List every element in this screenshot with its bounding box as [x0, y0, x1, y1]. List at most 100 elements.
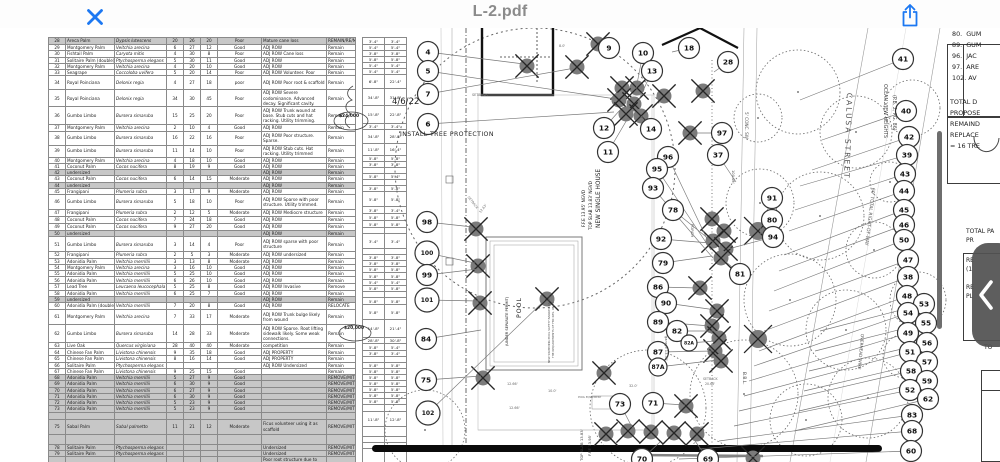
dimension-row: 5'-8"5'-8" [362, 220, 407, 228]
tree-tag-number: 82A [684, 341, 694, 347]
tag-leader-line [427, 51, 525, 65]
tree-tag-number: 14 [646, 125, 656, 134]
tree-tag-circle [899, 359, 923, 383]
dimension-row: 3'-4"3'-4" [362, 37, 407, 45]
tree-tag-circle [640, 59, 664, 83]
tree-tag-circle [416, 82, 440, 106]
tree-tag-number: 49 [903, 329, 913, 338]
dimension-row [362, 426, 407, 437]
tree-tag-number: 47 [903, 256, 913, 265]
tag-leader-line [657, 359, 719, 368]
tree-tag-number: 89 [653, 318, 663, 327]
tree-tag-circle [916, 387, 940, 411]
tag-leader-line [793, 398, 929, 432]
dimension-row: 5'-8"5'-8" [362, 272, 407, 280]
tag-leader-line [652, 402, 686, 406]
previous-page-button[interactable] [972, 243, 1000, 347]
tree-tag-circle [608, 392, 632, 416]
removed-tree-mark [638, 419, 664, 445]
plan-label: 12.66' [507, 381, 518, 386]
dimension-row [362, 448, 407, 462]
tree-canopy-circle [589, 349, 707, 462]
tag-leader-line [426, 252, 476, 264]
plan-label: TOP SLAB 13.83' NGVD [588, 181, 593, 230]
plan-label: OCEAN VIEW HEIGHTS [882, 84, 887, 138]
legend-tree-list-line: 97. ARE [952, 63, 980, 71]
tree-tag-number: 11 [603, 148, 613, 157]
tree-tag-number: 44 [899, 187, 909, 196]
vertical-scroll-indicator[interactable] [937, 131, 942, 329]
tree-tag-circle [416, 40, 440, 64]
tree-canopy-circle [743, 253, 837, 347]
tree-tag-circle [415, 400, 441, 426]
tree-tag-number: 28 [723, 58, 733, 67]
tree-tag-circle [665, 319, 689, 343]
tree-canopy-circle [725, 168, 795, 238]
tree-tag-circle [760, 186, 784, 210]
legend-lower-line: TO [984, 344, 993, 351]
tree-tag-number: 100 [421, 250, 434, 257]
removed-tree-mark [711, 218, 737, 244]
tree-tag-circle [896, 248, 920, 272]
removed-tree-mark [467, 290, 493, 316]
removed-tree-mark [684, 421, 710, 447]
tree-tag-circle [915, 350, 939, 374]
tree-tag-circle [680, 334, 698, 352]
tree-tag-number: 12 [599, 124, 609, 133]
tree-tag-circle [915, 369, 939, 393]
tag-leader-line [427, 70, 617, 100]
removed-tree-mark [606, 87, 632, 113]
tag-leader-line [426, 299, 480, 302]
tree-tag-circle [761, 225, 785, 249]
tree-tag-number: 42 [904, 133, 914, 142]
removed-tree-mark [613, 101, 639, 127]
tree-tag-circle [414, 368, 438, 392]
tree-tag-number: 38 [903, 273, 913, 282]
dimension-row: 3'-4"3'-4" [362, 233, 407, 249]
removed-tree-mark [702, 338, 728, 364]
plan-label: $24,000 [339, 113, 359, 119]
share-icon[interactable] [899, 3, 921, 28]
tree-tag-number: 98 [422, 218, 432, 227]
tree-tag-circle [677, 36, 701, 60]
dimension-row: 11'-8"12'-8" [362, 411, 407, 427]
tree-tag-circle [639, 117, 663, 141]
tree-tag-number: 102 [422, 410, 435, 417]
tree-tag-circle [656, 145, 680, 169]
tag-leader-line [788, 190, 905, 232]
plan-label: THE REQUIREMENTS OF FBC RES. 454.1 [551, 302, 555, 358]
tag-leader-line [803, 361, 928, 392]
tree-tag-circle [892, 228, 916, 252]
tree-tag-number: 71 [648, 399, 658, 408]
plan-label: NEW SINGLE HOUSE [596, 168, 602, 228]
tag-leader-line [671, 47, 690, 53]
plan-line [865, 28, 941, 462]
tag-leader-line [718, 414, 913, 442]
tag-leader-line [758, 295, 908, 352]
tag-leader-line [641, 441, 661, 460]
legend-lower-line: RE [966, 284, 974, 291]
dimension-row: 11'-8"16'-4" [362, 143, 407, 156]
tree-center-dot [845, 329, 847, 331]
close-icon[interactable] [86, 8, 104, 26]
plan-label: SETBACK [466, 195, 480, 210]
tree-tag-number: 41 [898, 55, 908, 64]
tag-leader-line [427, 111, 615, 125]
tree-tag-circle [891, 47, 915, 71]
tree-tag-number: 48 [902, 292, 912, 301]
tree-tag-number: 99 [422, 271, 432, 280]
tree-tag-circle [649, 227, 673, 251]
